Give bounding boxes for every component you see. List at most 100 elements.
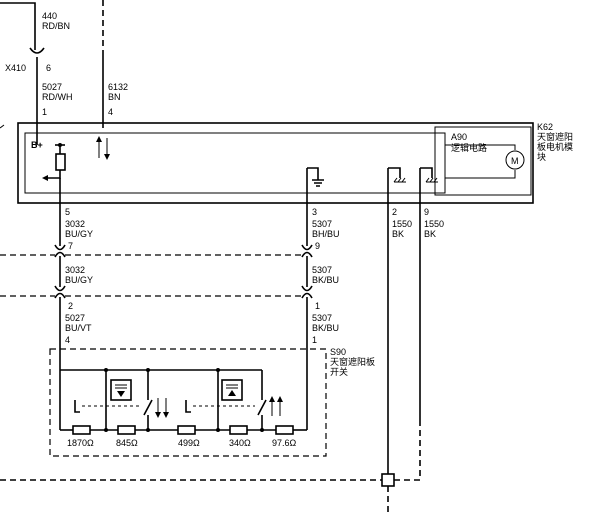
module-pin-1: 1 <box>42 107 47 117</box>
pin-9-1550: 9 <box>424 207 429 217</box>
resistor-2 <box>117 425 136 435</box>
resistor-label-4: 340Ω <box>229 438 251 448</box>
connector-cup-2-top <box>54 285 66 292</box>
pin-7: 7 <box>68 241 73 251</box>
ground-wire-5307 <box>307 167 319 180</box>
arrow-up-icon <box>96 136 102 142</box>
pin-4-lower: 4 <box>65 335 70 345</box>
arrow-up-right2-icon <box>277 396 283 402</box>
pullup-node <box>58 143 62 147</box>
open-button-symbol <box>221 379 243 401</box>
node-rail-b <box>146 428 150 432</box>
wire-3032-lower-number: 3032 <box>65 265 85 275</box>
wire-5307-mid-color: BK/BU <box>312 275 339 285</box>
pin-1-lower: 1 <box>312 335 317 345</box>
motor-area-box <box>434 126 532 196</box>
module-k62-name-line2: 板电机模 <box>537 141 573 153</box>
wire-5027-lower-color: BU/VT <box>65 323 92 333</box>
pullup-bottom-wire <box>46 170 61 179</box>
open-symbol-lines <box>226 384 238 389</box>
wire-5307-upper-color: BH/BU <box>312 229 340 239</box>
motor-symbol: M <box>511 156 519 166</box>
logic-a90-box <box>24 132 446 194</box>
chassis-ground-icon-a <box>393 177 406 183</box>
left-edge-mark <box>0 124 5 129</box>
motor-wire-top <box>445 144 516 150</box>
wire-3032-upper-color: BU/GY <box>65 229 93 239</box>
wire-1550-b-dashed <box>394 420 421 481</box>
pullup-resistor <box>55 153 66 171</box>
wire-5307-mid-number: 5307 <box>312 265 332 275</box>
resistor-1 <box>72 425 91 435</box>
resistor-label-2: 845Ω <box>116 438 138 448</box>
splice-block <box>381 473 395 487</box>
resistor-3 <box>177 425 196 435</box>
wire-1550-a-number: 1550 <box>392 219 412 229</box>
module-k62-box <box>17 122 534 204</box>
wire-5307-lower-number: 5307 <box>312 313 332 323</box>
chassis-ground-wire-a <box>388 167 401 178</box>
resistor-5 <box>275 425 294 435</box>
logic-a90-name: 逻辑电路 <box>451 142 487 154</box>
connector-x410-cup <box>29 47 45 54</box>
wire-3032-lower-color: BU/GY <box>65 275 93 285</box>
arrow-up-right-icon <box>269 396 275 402</box>
arrow-left-icon <box>42 175 48 181</box>
actuator-e-right <box>185 400 191 413</box>
module-k62-id: K62 <box>537 122 553 132</box>
switch-s90-box <box>49 348 327 457</box>
wire-440-color: RD/BN <box>42 21 70 31</box>
wire-5027-number: 5027 <box>42 82 62 92</box>
wire-3032-upper-number: 3032 <box>65 219 85 229</box>
arrow-down-icon <box>104 154 110 160</box>
ground-icon <box>312 179 324 187</box>
close-button-symbol <box>110 379 132 401</box>
connector-cup-7-bottom <box>54 251 66 258</box>
pin-2-1550: 2 <box>392 207 397 217</box>
actuator-e-left <box>74 400 80 413</box>
close-symbol-lines <box>115 384 127 389</box>
logic-a90-id: A90 <box>451 132 467 142</box>
resistor-4 <box>229 425 248 435</box>
connector-cup-2-bottom <box>54 292 66 299</box>
wire-1550-a-color: BK <box>392 229 404 239</box>
pin-2: 2 <box>68 301 73 311</box>
pin-5: 5 <box>65 207 70 217</box>
connector-x410-pin: 6 <box>46 63 51 73</box>
wire-5027-lower-number: 5027 <box>65 313 85 323</box>
switch-contact-left <box>143 399 153 416</box>
wire-440 <box>0 2 36 50</box>
pin-3: 3 <box>312 207 317 217</box>
motor-wire-bottom <box>445 170 516 179</box>
chassis-ground-wire-b <box>420 167 433 178</box>
connector-cup-7-top <box>54 244 66 251</box>
connector-cup-9-top <box>301 244 313 251</box>
node-rail-c <box>216 428 220 432</box>
wire-5307-upper-number: 5307 <box>312 219 332 229</box>
connector-x410-label: X410 <box>5 63 26 73</box>
motor-circle <box>505 150 525 170</box>
pin-1-mid: 1 <box>315 301 320 311</box>
switch-s90-name-line1: 天窗遮阳板 <box>330 356 375 368</box>
resistor-label-3: 499Ω <box>178 438 200 448</box>
pin-9-lower: 9 <box>315 241 320 251</box>
module-pin-4: 4 <box>108 107 113 117</box>
connector-cup-9-bottom <box>301 251 313 258</box>
resistor-label-5: 97.6Ω <box>272 438 297 448</box>
wire-1550-b-number: 1550 <box>424 219 444 229</box>
open-arrow-icon <box>228 390 236 396</box>
wire-6132-color: BN <box>108 92 121 102</box>
resistor-label-1: 1870Ω <box>67 438 94 448</box>
switch-contact-right <box>257 399 267 416</box>
chassis-ground-icon-b <box>425 177 438 183</box>
switch-s90-id: S90 <box>330 347 346 357</box>
close-arrow-icon <box>117 391 125 397</box>
arrow-down-left-icon <box>155 412 161 418</box>
wire-5307-lower-color: BK/BU <box>312 323 339 333</box>
module-k62-name-line3: 块 <box>537 151 546 163</box>
node-rail-a <box>104 428 108 432</box>
node-rail-d <box>260 428 264 432</box>
arrow-down-left2-icon <box>163 412 169 418</box>
